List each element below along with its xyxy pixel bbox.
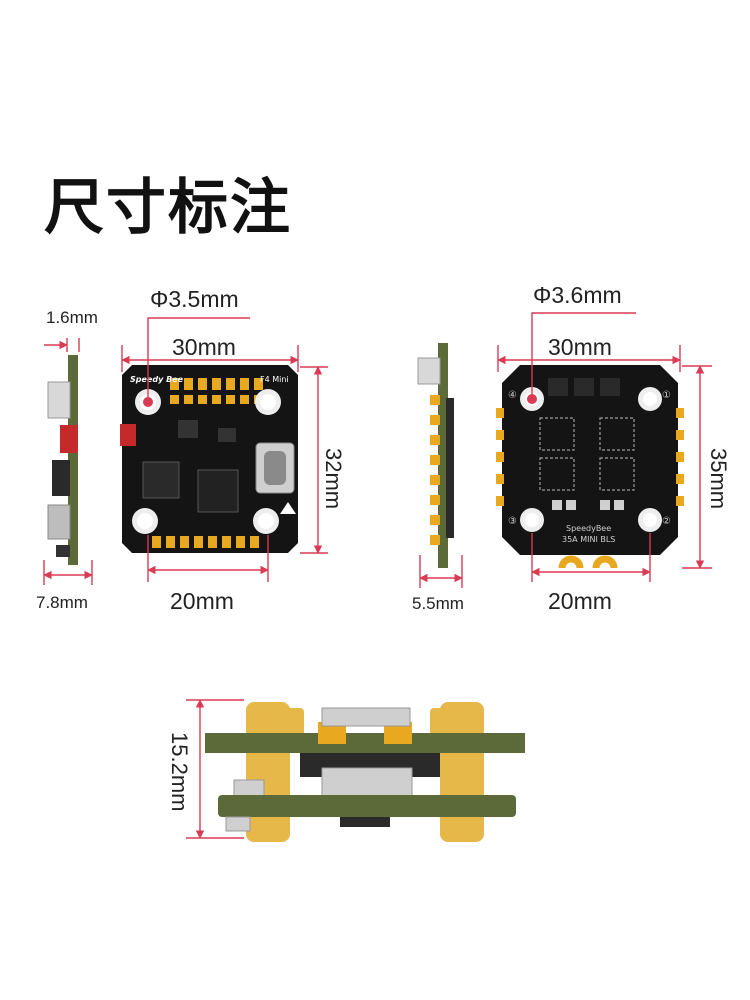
- fc-brand-label: Speedy Bee: [130, 375, 184, 384]
- fc-hole-spacing-label: 20mm: [170, 588, 234, 614]
- fc-board: [120, 365, 298, 553]
- fc-side-view: [47, 355, 78, 565]
- esc-width-label: 30mm: [548, 334, 612, 360]
- fc-height-label: 32mm: [321, 448, 346, 510]
- stack-side-view: [205, 702, 525, 842]
- fc-dimension-lines: [121, 317, 328, 582]
- esc-thickness-label: 5.5mm: [412, 594, 464, 613]
- esc-dimension-lines: [497, 312, 712, 582]
- esc-height-label: 35mm: [706, 448, 731, 510]
- esc-mount-hole-label: Φ3.6mm: [533, 282, 622, 308]
- page-title: 尺寸标注: [44, 173, 292, 243]
- stack-dimension-lines: [186, 699, 244, 839]
- esc-model-label: 35A MINI BLS: [562, 535, 615, 544]
- esc-corner-number: ①: [662, 390, 671, 401]
- esc-side-view: [417, 343, 454, 568]
- fc-pcb-thickness-label: 1.6mm: [46, 308, 98, 327]
- esc-side-dimension-lines: [419, 555, 463, 588]
- esc-corner-number: ④: [508, 390, 517, 401]
- fc-total-thickness-label: 7.8mm: [36, 593, 88, 612]
- esc-brand-label: SpeedyBee: [566, 524, 611, 533]
- fc-width-label: 30mm: [172, 334, 236, 360]
- fc-model-label: F4 Mini: [260, 375, 289, 384]
- stack-height-label: 15.2mm: [167, 732, 192, 812]
- esc-board: [496, 365, 684, 569]
- esc-corner-number: ③: [508, 516, 517, 527]
- esc-hole-spacing-label: 20mm: [548, 588, 612, 614]
- esc-corner-number: ②: [662, 516, 671, 527]
- fc-mount-hole-label: Φ3.5mm: [150, 286, 239, 312]
- fc-side-dimension-lines: [43, 338, 93, 585]
